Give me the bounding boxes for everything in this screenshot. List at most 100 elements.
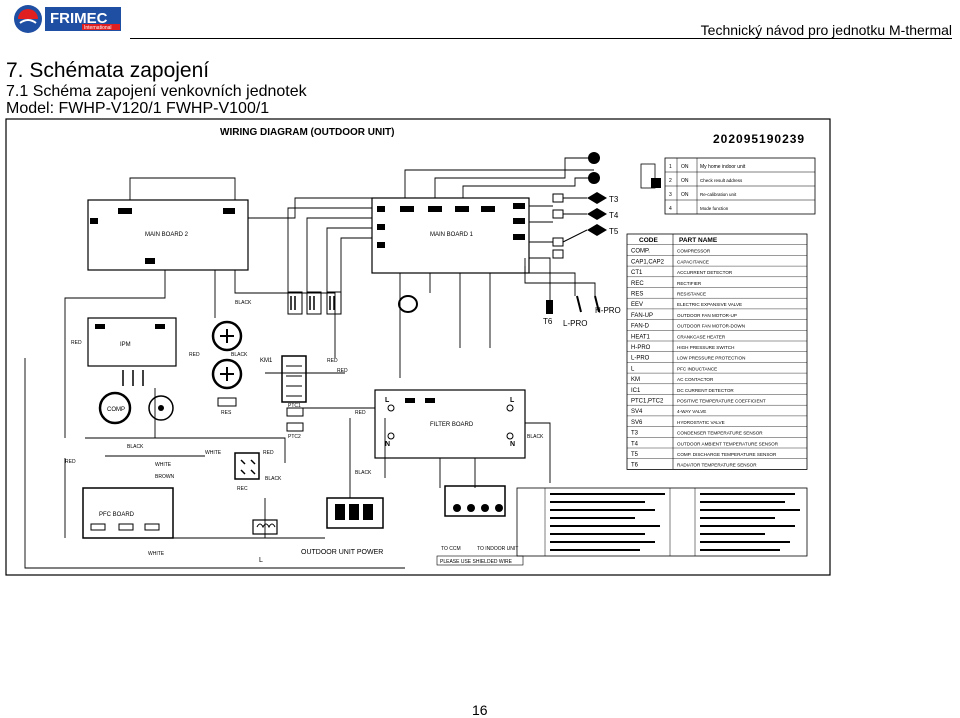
doc-title: Technický návod pro jednotku M-thermal <box>700 22 952 38</box>
svg-text:BLACK: BLACK <box>235 300 252 306</box>
outdoor-power: OUTDOOR UNIT POWER <box>301 497 384 556</box>
legend-code: L <box>631 366 635 372</box>
legend-name: ELECTRIC EXPANSIVE VALVE <box>677 302 742 307</box>
legend-code: IC1 <box>631 388 641 394</box>
legend-name: PFC INDUCTANCE <box>677 366 717 371</box>
svg-text:PTC1: PTC1 <box>288 403 301 409</box>
fan-connectors <box>287 291 418 315</box>
legend-name: COMPRESSOR <box>677 249 711 254</box>
svg-text:MAIN BOARD 1: MAIN BOARD 1 <box>430 232 474 238</box>
legend-code: T6 <box>631 463 639 469</box>
legend-name: DC CURRENT DETECTOR <box>677 388 734 393</box>
svg-text:WHITE: WHITE <box>155 462 172 468</box>
legend-name: POSITIVE TEMPERATURE COEFFICIENT <box>677 399 766 404</box>
legend-code: EEV <box>631 302 643 308</box>
legend-code: H-PRO <box>631 345 651 351</box>
legend-code: COMP. <box>631 249 650 255</box>
svg-text:WHITE: WHITE <box>148 551 165 557</box>
legend-code: CT1 <box>631 270 643 276</box>
legend-code: REC <box>631 281 644 287</box>
ipm-block: IPM RED BLACK <box>71 300 252 367</box>
main-board-1: MAIN BOARD 1 <box>371 197 530 274</box>
legend-code: KM <box>631 377 640 383</box>
svg-text:N: N <box>510 441 515 448</box>
km-relay: KM1 RED RED <box>260 355 348 403</box>
svg-text:TO INDOOR UNIT: TO INDOOR UNIT <box>477 546 518 552</box>
diagram-number: 202095190239 <box>713 132 805 146</box>
legend-name: OUTDOOR FAN MOTOR-DOWN <box>677 324 745 329</box>
legend-name: LOW PRESSURE PROTECTION <box>677 356 745 361</box>
ptc: PTC1 PTC2 <box>286 403 304 440</box>
main-board-2: MAIN BOARD 2 <box>87 199 249 271</box>
legend-code: L-PRO <box>631 356 650 362</box>
svg-text:TO CCM: TO CCM <box>441 546 461 552</box>
svg-text:4: 4 <box>669 206 672 212</box>
svg-text:PLEASE USE SHIELDED WIRE: PLEASE USE SHIELDED WIRE <box>440 559 513 565</box>
svg-text:L: L <box>259 557 263 564</box>
svg-text:3: 3 <box>669 192 672 198</box>
svg-text:BROWN: BROWN <box>155 474 175 480</box>
filter-board: FILTER BOARD L N L N RED BLACK BLACK <box>355 389 544 476</box>
section-subtitle: 7.1 Schéma zapojení venkovních jednotek <box>6 83 307 100</box>
svg-text:My home indoor unit: My home indoor unit <box>700 164 746 170</box>
wiring-diagram: WIRING DIAGRAM (OUTDOOR UNIT) 2020951902… <box>5 118 831 576</box>
diagram-title: WIRING DIAGRAM (OUTDOOR UNIT) <box>220 127 394 138</box>
svg-text:RED: RED <box>355 410 366 416</box>
svg-text:RED: RED <box>263 450 274 456</box>
comm-terminals: TO CCM TO INDOOR UNIT PLEASE USE SHIELDE… <box>436 485 524 566</box>
svg-text:IPM: IPM <box>120 342 131 348</box>
svg-text:Check result address: Check result address <box>700 178 743 183</box>
svg-text:1: 1 <box>669 164 672 170</box>
inductance: L <box>252 519 278 564</box>
svg-text:RED: RED <box>71 340 82 346</box>
frimec-logo: FRIMEC International <box>14 5 121 33</box>
rectifier: REC WHITE RED BLACK <box>205 450 282 492</box>
legend-code: FAN-D <box>631 324 650 330</box>
legend-name: CONDENSER TEMPERATURE SENSOR <box>677 431 763 436</box>
legend-name: 4-WAY VALVE <box>677 409 706 414</box>
sensors: T3 T4 T5 T6 L-PRO H-PRO <box>543 192 621 328</box>
svg-text:T6: T6 <box>543 317 553 326</box>
svg-text:OUTDOOR UNIT POWER: OUTDOOR UNIT POWER <box>301 549 383 556</box>
model-line: Model: FWHP-V120/1 FWHP-V100/1 <box>6 100 270 117</box>
svg-text:RED: RED <box>65 459 76 465</box>
legend-code: FAN-UP <box>631 313 653 319</box>
svg-text:WHITE: WHITE <box>205 450 222 456</box>
compressor: COMP <box>98 370 174 425</box>
svg-text:BLACK: BLACK <box>265 476 282 482</box>
svg-text:T5: T5 <box>609 227 619 236</box>
svg-text:T3: T3 <box>609 195 619 204</box>
header-rule <box>130 38 952 39</box>
svg-text:ON: ON <box>681 164 689 170</box>
svg-text:KM1: KM1 <box>260 358 273 364</box>
legend-name: RADIATOR TEMPERATURE SENSOR <box>677 463 757 468</box>
legend-code: PTC1,PTC2 <box>631 399 664 405</box>
legend-code: T3 <box>631 431 639 437</box>
legend-header-code: CODE <box>639 237 658 244</box>
valves <box>588 152 600 184</box>
svg-text:N: N <box>385 441 390 448</box>
svg-text:RES: RES <box>221 410 232 416</box>
svg-text:Re-calibration unit: Re-calibration unit <box>700 192 737 197</box>
svg-text:MAIN BOARD 2: MAIN BOARD 2 <box>145 232 189 238</box>
legend-code: T4 <box>631 441 639 447</box>
pfc-board: PFC BOARD BLACK RED WHITE BROWN WHITE <box>65 444 175 557</box>
legend-code: RES <box>631 292 643 298</box>
legend-code: HEAT1 <box>631 334 651 340</box>
legend-name: CAPACITANCE <box>677 259 709 264</box>
legend-name: ACCURRENT DETECTOR <box>677 270 733 275</box>
svg-text:RED: RED <box>337 368 348 374</box>
svg-text:COMP: COMP <box>107 407 125 413</box>
svg-text:FILTER BOARD: FILTER BOARD <box>430 422 474 428</box>
svg-text:T4: T4 <box>609 211 619 220</box>
brand-name: FRIMEC <box>50 10 108 27</box>
legend-code: T5 <box>631 452 639 458</box>
svg-text:L: L <box>385 397 390 404</box>
capacitors: RED BLACK RES <box>189 320 248 416</box>
legend-code: SV4 <box>631 409 643 415</box>
svg-text:L-PRO: L-PRO <box>563 319 587 328</box>
svg-text:H-PRO: H-PRO <box>595 306 621 315</box>
svg-text:PFC BOARD: PFC BOARD <box>99 512 135 518</box>
